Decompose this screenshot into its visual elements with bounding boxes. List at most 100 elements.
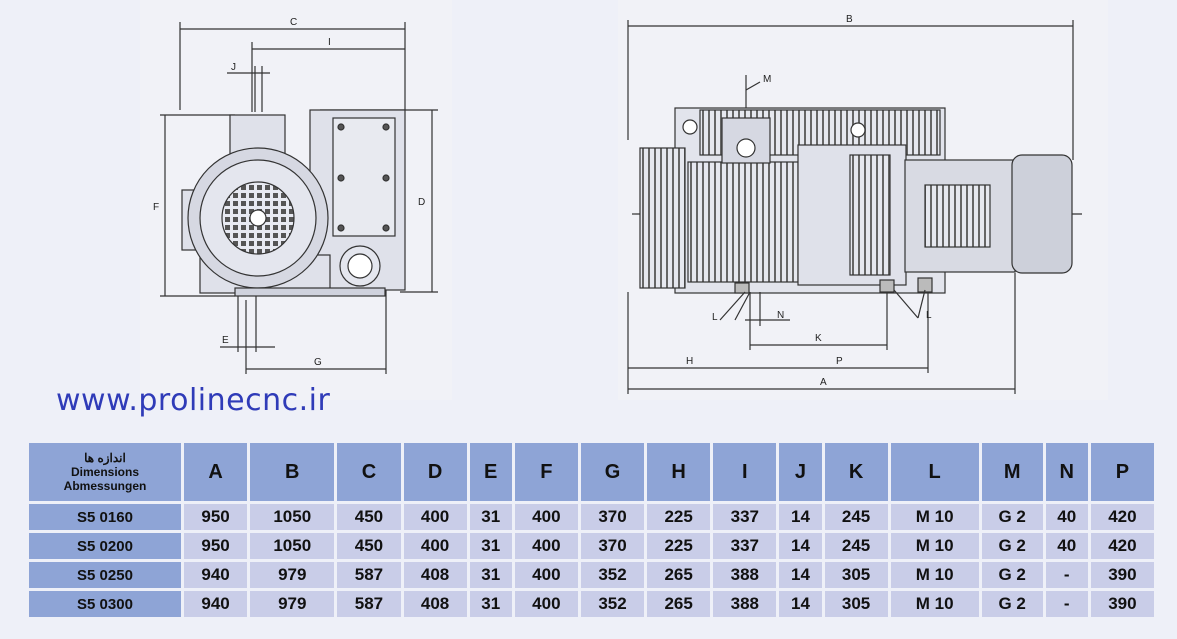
value-cell: 388 xyxy=(713,562,777,588)
value-cell: 265 xyxy=(647,591,711,617)
value-cell: - xyxy=(1045,591,1088,617)
column-header: A xyxy=(184,443,248,501)
table-header-row: اندازه ها Dimensions Abmessungen A B C D… xyxy=(29,443,1154,501)
value-cell: 31 xyxy=(469,533,512,559)
value-cell: 14 xyxy=(779,562,822,588)
column-header: P xyxy=(1090,443,1154,501)
column-header: H xyxy=(647,443,711,501)
value-cell: 352 xyxy=(580,591,645,617)
value-cell: M 10 xyxy=(890,562,979,588)
svg-text:D: D xyxy=(418,197,425,208)
svg-text:I: I xyxy=(328,37,331,48)
value-cell: 390 xyxy=(1090,562,1154,588)
value-cell: 420 xyxy=(1090,533,1154,559)
svg-text:G: G xyxy=(314,357,322,368)
column-header: B xyxy=(250,443,335,501)
value-cell: - xyxy=(1045,562,1088,588)
value-cell: 14 xyxy=(779,504,822,530)
value-cell: 40 xyxy=(1045,533,1088,559)
svg-text:B: B xyxy=(846,14,853,25)
value-cell: 225 xyxy=(647,504,711,530)
column-header: J xyxy=(779,443,822,501)
column-header: C xyxy=(337,443,401,501)
value-cell: 587 xyxy=(337,591,401,617)
front-view-labels: C I J F D E G xyxy=(153,17,425,368)
model-cell: S5 0300 xyxy=(29,591,181,617)
value-cell: 950 xyxy=(184,504,248,530)
technical-drawing: C I J F D E G xyxy=(153,14,1085,394)
svg-text:J: J xyxy=(231,62,236,73)
value-cell: G 2 xyxy=(981,591,1043,617)
column-header: D xyxy=(403,443,467,501)
front-view xyxy=(160,22,438,374)
column-header: K xyxy=(824,443,888,501)
value-cell: 979 xyxy=(250,591,335,617)
value-cell: 14 xyxy=(779,533,822,559)
svg-text:C: C xyxy=(290,17,297,28)
value-cell: 950 xyxy=(184,533,248,559)
value-cell: G 2 xyxy=(981,562,1043,588)
value-cell: 940 xyxy=(184,562,248,588)
value-cell: 265 xyxy=(647,562,711,588)
value-cell: 337 xyxy=(713,533,777,559)
value-cell: M 10 xyxy=(890,504,979,530)
value-cell: 390 xyxy=(1090,591,1154,617)
value-cell: 420 xyxy=(1090,504,1154,530)
header-en: Dimensions xyxy=(70,465,139,479)
svg-text:L: L xyxy=(926,310,932,321)
svg-text:K: K xyxy=(815,333,822,344)
header-de: Abmessungen xyxy=(63,479,147,493)
side-view-labels: B M L N K L H P A xyxy=(686,14,932,388)
svg-text:M: M xyxy=(763,74,771,85)
value-cell: 450 xyxy=(337,533,401,559)
value-cell: 400 xyxy=(514,533,578,559)
value-cell: 352 xyxy=(580,562,645,588)
value-cell: 225 xyxy=(647,533,711,559)
value-cell: 400 xyxy=(514,504,578,530)
value-cell: 400 xyxy=(403,533,467,559)
dimensions-table: اندازه ها Dimensions Abmessungen A B C D… xyxy=(26,440,1157,620)
column-header: E xyxy=(469,443,512,501)
model-cell: S5 0250 xyxy=(29,562,181,588)
column-header: I xyxy=(713,443,777,501)
svg-text:A: A xyxy=(820,377,827,388)
column-header: N xyxy=(1045,443,1088,501)
value-cell: 337 xyxy=(713,504,777,530)
svg-text:N: N xyxy=(777,310,784,321)
svg-text:P: P xyxy=(836,356,843,367)
value-cell: 31 xyxy=(469,591,512,617)
svg-text:H: H xyxy=(686,356,693,367)
value-cell: 408 xyxy=(403,562,467,588)
model-cell: S5 0200 xyxy=(29,533,181,559)
column-header: F xyxy=(514,443,578,501)
value-cell: 400 xyxy=(514,562,578,588)
value-cell: 388 xyxy=(713,591,777,617)
value-cell: 245 xyxy=(824,504,888,530)
value-cell: 450 xyxy=(337,504,401,530)
side-view xyxy=(627,20,1085,394)
column-header: M xyxy=(981,443,1043,501)
value-cell: 370 xyxy=(580,504,645,530)
website-url[interactable]: www.prolinecnc.ir xyxy=(56,383,331,418)
value-cell: G 2 xyxy=(981,504,1043,530)
value-cell: 40 xyxy=(1045,504,1088,530)
value-cell: 31 xyxy=(469,562,512,588)
value-cell: 400 xyxy=(403,504,467,530)
value-cell: 14 xyxy=(779,591,822,617)
svg-text:L: L xyxy=(712,312,718,323)
value-cell: M 10 xyxy=(890,591,979,617)
dimensions-header: اندازه ها Dimensions Abmessungen xyxy=(29,443,181,501)
value-cell: M 10 xyxy=(890,533,979,559)
value-cell: 979 xyxy=(250,562,335,588)
value-cell: 1050 xyxy=(250,533,335,559)
value-cell: 940 xyxy=(184,591,248,617)
value-cell: 408 xyxy=(403,591,467,617)
header-fa: اندازه ها xyxy=(84,451,126,465)
value-cell: 587 xyxy=(337,562,401,588)
svg-text:E: E xyxy=(222,335,229,346)
svg-text:F: F xyxy=(153,202,159,213)
